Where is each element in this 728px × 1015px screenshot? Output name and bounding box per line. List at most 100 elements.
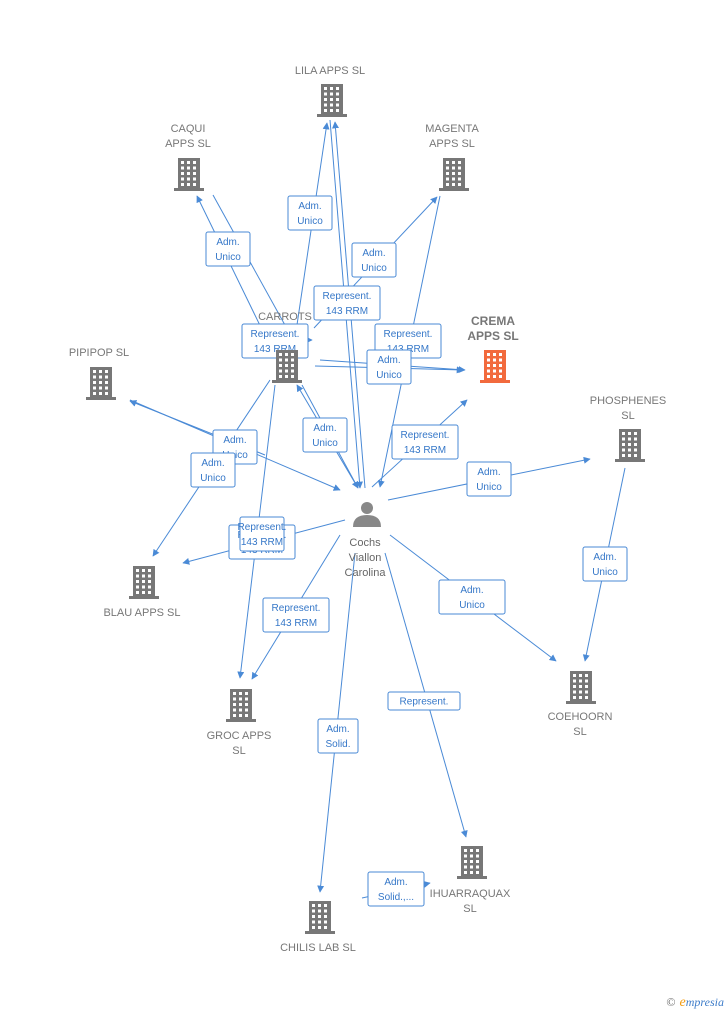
edge-label-text: Adm.	[298, 201, 321, 212]
building-icon[interactable]	[86, 367, 116, 400]
building-icon[interactable]	[317, 84, 347, 117]
node-phosphenes[interactable]: PHOSPHENES SL	[590, 395, 666, 462]
edge-label-text: 143 RRM	[241, 537, 283, 548]
edge-label-box-0[interactable]	[287, 195, 333, 231]
building-icon[interactable]	[226, 689, 256, 722]
edge-label-box-5[interactable]	[241, 323, 309, 359]
building-icon[interactable]	[129, 566, 159, 599]
node-label: LILA APPS SL	[295, 65, 365, 77]
edge-label-text: Adm.	[362, 248, 385, 259]
building-icon[interactable]	[566, 671, 596, 704]
edges-layer	[129, 119, 626, 899]
edge-label-text: Solid.	[325, 739, 350, 750]
edge-label-box-10[interactable]	[466, 461, 512, 497]
edge-label-text: 143 RRM	[326, 306, 368, 317]
brand-initial: e	[679, 995, 686, 1010]
node-magenta[interactable]: MAGENTA APPS SL	[425, 123, 479, 191]
node-label: Carolina	[345, 567, 387, 579]
edge-label-text: Adm.	[384, 877, 407, 888]
edge-label-text: Adm.	[216, 237, 239, 248]
edge-label-text: Adm.	[326, 724, 349, 735]
node-label: BLAU APPS SL	[103, 607, 180, 619]
edge-label-text: Unico	[376, 370, 402, 381]
node-label: SL	[621, 410, 634, 422]
edge-label-text: Solid.,...	[378, 892, 414, 903]
edge-label-text: Unico	[215, 252, 241, 263]
node-lila[interactable]: LILA APPS SL	[295, 65, 365, 117]
node-label: Cochs	[349, 537, 381, 549]
node-label: COEHOORN	[548, 711, 613, 723]
edge-label-text: Unico	[200, 473, 226, 484]
edge-label-text: Represent.	[323, 291, 372, 302]
edge-label-box-18[interactable]	[317, 718, 359, 754]
node-label: APPS SL	[467, 329, 518, 343]
edge-line-0	[293, 122, 330, 346]
edge-label-box-11[interactable]	[582, 546, 628, 582]
node-label: PIPIPOP SL	[69, 347, 129, 359]
edge-line-1	[196, 195, 271, 347]
edge-line-extra-3	[212, 194, 297, 346]
edge-label-box-12[interactable]	[190, 452, 236, 488]
node-label: CREMA	[471, 314, 515, 328]
node-label: SL	[232, 745, 245, 757]
node-label: Viallon	[349, 552, 382, 564]
building-icon[interactable]	[480, 350, 510, 383]
brand-name: mpresia	[685, 995, 724, 1009]
edge-label-text: Adm.	[377, 355, 400, 366]
building-icon[interactable]	[457, 846, 487, 879]
node-label: APPS SL	[429, 138, 475, 150]
edge-label-box-15[interactable]	[262, 597, 330, 633]
node-label: PHOSPHENES	[590, 395, 666, 407]
edge-label-text: Unico	[476, 482, 502, 493]
edge-label-box-9[interactable]	[302, 417, 348, 453]
footer-brand: ©empresia	[666, 995, 724, 1011]
edge-label-text: Represent.	[401, 430, 450, 441]
edge-label-text: Represent.	[400, 697, 449, 708]
edge-label-text: Adm.	[593, 552, 616, 563]
node-label: IHUARRAQUAX	[430, 888, 511, 900]
edge-label-text: Represent.	[272, 603, 321, 614]
edge-label-box-1[interactable]	[205, 231, 251, 267]
node-label: SL	[463, 903, 476, 915]
building-icon[interactable]	[174, 158, 204, 191]
node-label: SL	[573, 726, 586, 738]
node-blau[interactable]: BLAU APPS SL	[103, 566, 181, 619]
edge-label-text: 143 RRM	[275, 618, 317, 629]
node-coehoorn[interactable]: COEHOORN SL	[548, 671, 613, 738]
edge-label-box-16[interactable]	[438, 579, 506, 615]
edge-label-box-6[interactable]	[366, 349, 412, 385]
edge-label-box-17[interactable]	[387, 691, 461, 711]
person-icon[interactable]	[353, 502, 381, 527]
node-pipipop[interactable]: PIPIPOP SL	[69, 347, 129, 400]
edge-label-text: 143 RRM	[254, 344, 296, 355]
edge-label-text: Represent.	[384, 329, 433, 340]
node-label: CAQUI	[171, 123, 206, 135]
building-icon[interactable]	[439, 158, 469, 191]
building-icon[interactable]	[305, 901, 335, 934]
edge-label-box-4[interactable]	[313, 285, 381, 321]
node-chilis[interactable]: CHILIS LAB SL	[280, 901, 356, 954]
node-carrots[interactable]: CARROTS	[258, 311, 312, 383]
edge-label-text: Unico	[361, 263, 387, 274]
edge-label-box-19[interactable]	[367, 871, 425, 907]
edge-label-text: Unico	[592, 567, 618, 578]
node-label: MAGENTA	[425, 123, 479, 135]
edge-labels-layer: Adm.UnicoAdm.UnicoAdm.UnicoRepresent.143…	[190, 195, 628, 907]
node-label: CHILIS LAB SL	[280, 942, 356, 954]
building-icon[interactable]	[615, 429, 645, 462]
building-icon[interactable]	[272, 350, 302, 383]
edge-label-box-8[interactable]	[391, 424, 459, 460]
edge-label-text: Adm.	[223, 435, 246, 446]
edge-label-text: Unico	[312, 438, 338, 449]
edge-label-box-14[interactable]	[239, 516, 285, 552]
edge-label-text: Represent.	[251, 329, 300, 340]
node-label: CARROTS	[258, 311, 312, 323]
edge-label-box-2[interactable]	[351, 242, 397, 278]
node-ihuarraquax[interactable]: IHUARRAQUAX SL	[430, 846, 511, 915]
